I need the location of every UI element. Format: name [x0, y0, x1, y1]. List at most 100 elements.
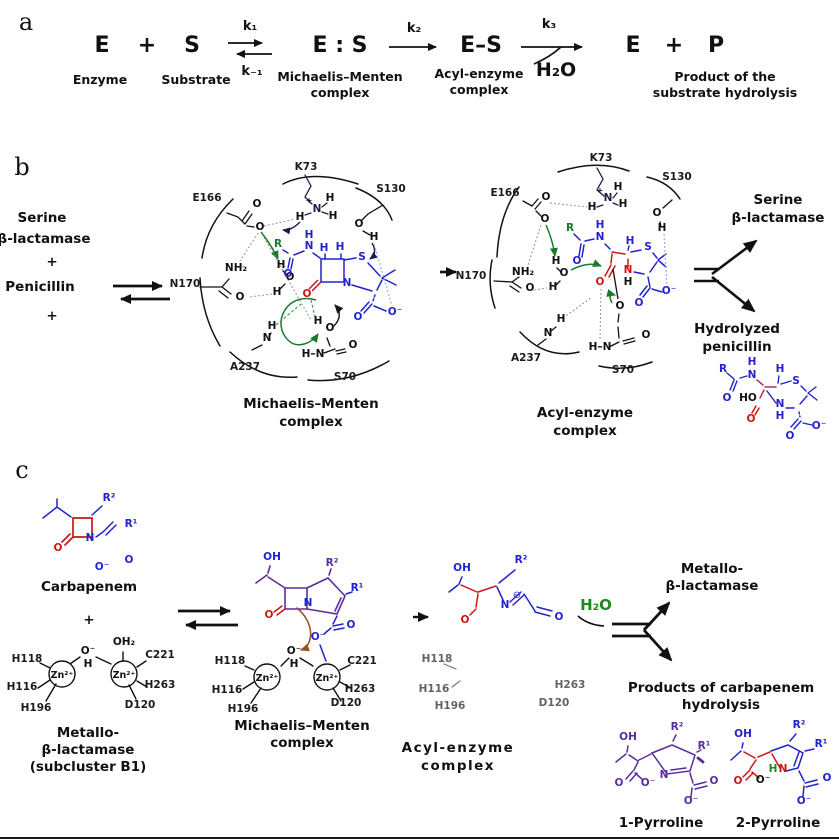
k73-chain — [596, 167, 619, 208]
atom-label: H — [549, 281, 558, 293]
residue-label: H196 — [228, 703, 259, 715]
reactant-serine-blactamase: Serine — [18, 210, 67, 226]
atom-label: N — [313, 203, 322, 215]
residue-label: H116 — [419, 683, 450, 695]
atom-label: O⁻ — [388, 306, 402, 318]
atom-label: O — [265, 609, 274, 621]
atom-label: R² — [793, 719, 806, 731]
equilibrium-arrows-b — [113, 281, 170, 304]
product-symbol: P — [708, 33, 724, 58]
residue-label: N170 — [456, 270, 487, 282]
atom-label: O — [823, 772, 832, 784]
rate-k3: k₃ — [542, 17, 556, 32]
atom-label: H — [658, 222, 667, 234]
charge-symbol: + — [306, 196, 313, 205]
penicillin-acyl-red — [604, 251, 629, 278]
atom-label: H — [290, 658, 299, 670]
caption: substrate hydrolysis — [653, 85, 797, 100]
atom-label: H — [329, 210, 338, 222]
water-feed-curve-c — [577, 615, 605, 627]
residue-label: D120 — [331, 697, 362, 709]
atom-label: O — [573, 255, 582, 267]
atom-label: O — [461, 614, 470, 626]
atom-label: S — [644, 241, 652, 253]
zn2-circle — [313, 663, 341, 691]
atom-label: OH — [734, 728, 752, 740]
atom-label: R² — [326, 557, 339, 569]
atom-label: HO — [739, 392, 757, 404]
species-symbol: + — [138, 33, 156, 58]
serine-attack-arrow — [333, 304, 344, 327]
atom-label: H — [268, 320, 277, 332]
product-2-pyrroline: 2-Pyrroline — [736, 815, 821, 831]
atom-label: O — [54, 542, 63, 554]
atom-label: H — [769, 763, 778, 775]
caption-substrate: Substrate — [161, 72, 230, 87]
residue-label: H116 — [212, 684, 243, 696]
panel-b: bSerineβ-lactamase+Penicillin+K73S130E16… — [0, 152, 826, 442]
hydrolyzed-penicillin-structure — [726, 372, 818, 430]
atom-label: N — [501, 599, 510, 611]
zn1-circle — [253, 663, 281, 691]
zinc-ion-1: Zn²⁺ — [51, 670, 74, 681]
metallo-blactamase-site — [37, 651, 148, 702]
atom-label: N — [305, 240, 314, 252]
atom-label: O — [236, 291, 245, 303]
caption: (subcluster B1) — [30, 759, 147, 775]
atom-label: O⁻ — [287, 645, 301, 657]
atom-label: O — [253, 198, 262, 210]
atom-label: OH₂ — [113, 636, 136, 648]
atom-label: H — [320, 242, 329, 254]
atom-label: H — [552, 255, 561, 267]
residue-label: E166 — [490, 187, 519, 199]
caption: hydrolysis — [682, 697, 760, 713]
zinc-ion-label: Zn²⁺ — [256, 673, 279, 684]
residue-h118: H118 — [12, 653, 43, 665]
atom-label: H — [314, 315, 323, 327]
atom-label: O — [786, 430, 795, 442]
carbapenem-structure — [42, 498, 117, 546]
atom-label: N — [544, 327, 553, 339]
residue-label: H263 — [555, 679, 586, 691]
residue-label: H196 — [435, 700, 466, 712]
atom-label: O⁻ — [756, 774, 770, 786]
atom-label: H — [305, 229, 314, 241]
caption: β-lactamase — [42, 742, 135, 758]
zn1-circle — [48, 660, 76, 688]
reactant-metallo-blactamase: Metallo- — [57, 725, 119, 741]
atom-label: N — [776, 398, 785, 410]
water-symbol: H₂O — [536, 59, 576, 81]
caption: β-lactamase — [732, 210, 825, 226]
species-symbol: + — [665, 33, 683, 58]
caption: penicillin — [702, 339, 771, 355]
atom-label: R — [719, 363, 727, 375]
atom-label: R — [274, 238, 282, 250]
rate-k2: k₂ — [407, 21, 421, 36]
atom-label: OH — [619, 731, 637, 743]
atom-label: R — [566, 222, 574, 234]
charge-symbol: + — [597, 186, 604, 195]
atom-label: O — [355, 218, 364, 230]
panel-letter-a: a — [19, 8, 33, 36]
penicillin-acyl-blue — [573, 233, 667, 298]
atom-label: O⁻ — [797, 795, 811, 807]
atom-label: R² — [671, 721, 684, 733]
atom-label: NH₂ — [225, 262, 248, 274]
atom-label: R¹ — [351, 582, 364, 594]
caption-acyl-complex-b: Acyl-enzyme — [537, 405, 633, 421]
residue-h196: H196 — [21, 702, 52, 714]
curved-arrows-green — [260, 231, 319, 346]
atom-label: O — [354, 311, 363, 323]
atom-label: N — [596, 231, 605, 243]
caption-acyl-complex-c: Acyl-enzyme — [402, 740, 515, 756]
caption: + — [83, 612, 94, 628]
atom-label: O — [596, 276, 605, 288]
caption-acyl-complex: Acyl-enzyme — [434, 66, 523, 81]
caption: complex — [553, 423, 617, 439]
atom-label: H — [614, 181, 623, 193]
atom-label: H — [748, 356, 757, 368]
atom-label: N — [263, 332, 272, 344]
atom-label: O⁻ — [662, 285, 676, 297]
